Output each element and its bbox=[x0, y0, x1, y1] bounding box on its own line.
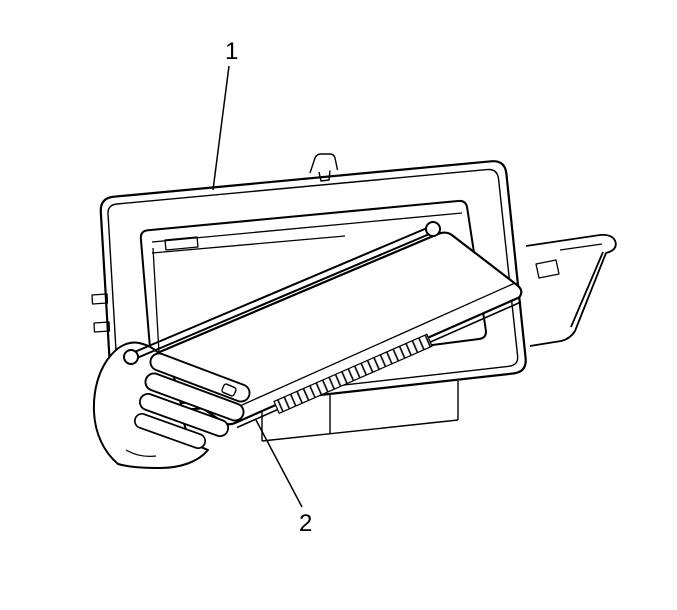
filter-pleats bbox=[273, 333, 433, 414]
filter-cover-panel bbox=[134, 231, 523, 429]
frame-opening-edge bbox=[139, 199, 487, 382]
frame-outer-edge bbox=[99, 160, 527, 418]
leader-lines bbox=[212, 65, 303, 508]
frame-interior-details bbox=[151, 212, 463, 371]
side-check-bracket bbox=[525, 233, 617, 347]
leader-line-1 bbox=[212, 65, 230, 191]
frame-top-tab bbox=[309, 153, 339, 182]
callout-2-label: 2 bbox=[299, 510, 313, 537]
panel-inner-line bbox=[232, 282, 516, 410]
wrist-crease bbox=[125, 449, 157, 457]
hinge-rod bbox=[123, 221, 441, 365]
leader-line-2 bbox=[255, 419, 303, 508]
callout-1-label: 1 bbox=[225, 38, 239, 65]
fingernail bbox=[221, 383, 237, 397]
hand bbox=[92, 341, 251, 469]
rod-end-left bbox=[123, 349, 139, 365]
frame-left-pins bbox=[91, 293, 111, 333]
rod-end-right bbox=[425, 221, 441, 237]
frame-inset-line bbox=[107, 168, 519, 411]
glovebox-frame bbox=[91, 153, 527, 418]
